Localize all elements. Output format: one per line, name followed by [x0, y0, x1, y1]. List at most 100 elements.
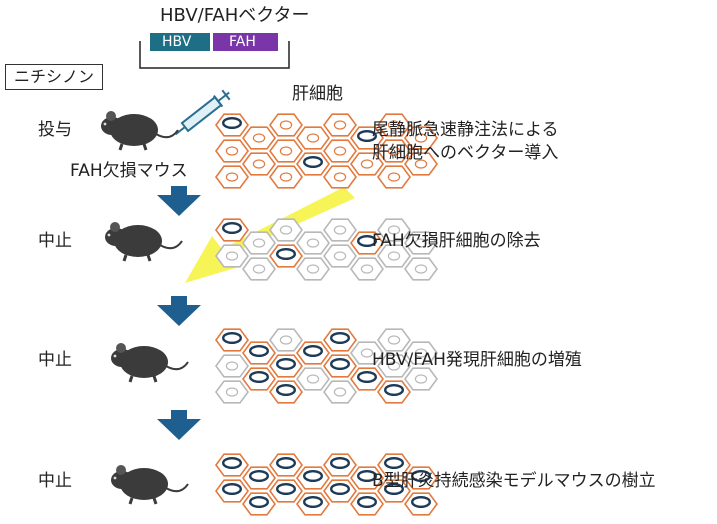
fah-segment: [213, 33, 278, 51]
nucleus-icon: [333, 251, 347, 261]
nucleus-icon: [360, 159, 374, 169]
nucleus-icon: [225, 172, 239, 182]
mouse-icon: [111, 343, 189, 383]
syringe-icon: [174, 89, 231, 136]
hepatocyte-cell: [377, 244, 411, 268]
hepatocyte-cell: [404, 257, 438, 281]
nucleus-icon: [387, 172, 401, 182]
hepatocyte-cell: [404, 231, 438, 255]
nucleus-icon: [333, 146, 347, 156]
vector-plasmid-icon: [357, 234, 378, 247]
hepatocyte-cell: [323, 244, 357, 268]
vector-plasmid-icon: [303, 155, 324, 168]
nucleus-icon: [387, 251, 401, 261]
nucleus-icon: [225, 146, 239, 156]
nucleus-icon: [252, 264, 266, 274]
vector-plasmid-icon: [330, 483, 351, 496]
vector-plasmid-icon: [303, 470, 324, 483]
nucleus-icon: [360, 264, 374, 274]
vector-plasmid-icon: [221, 116, 242, 129]
down-arrow-icon: [157, 186, 201, 216]
vector-plasmid-icon: [357, 371, 378, 384]
hepatocyte-cell: [323, 165, 357, 189]
hepatocyte-cell: [215, 139, 249, 163]
nucleus-icon: [387, 120, 401, 130]
hepatocyte-cell: [350, 152, 384, 176]
mouse-icon: [101, 111, 179, 151]
plasmid-outline: [139, 41, 290, 69]
hepatocyte-cell: [404, 341, 438, 365]
vector-plasmid-icon: [276, 247, 297, 260]
vector-plasmid-icon: [276, 384, 297, 397]
vector-hbv-label: HBV: [162, 34, 192, 50]
nucleus-icon: [306, 374, 320, 384]
stage-4-drug-state: 中止: [38, 471, 72, 491]
nucleus-icon: [252, 133, 266, 143]
vector-plasmid-icon: [221, 221, 242, 234]
vector-plasmid-icon: [330, 457, 351, 470]
vector-plasmid-icon: [330, 358, 351, 371]
hepatocyte-cell: [377, 218, 411, 242]
hepatocyte-cell: [269, 218, 303, 242]
hepatocyte-cell: [215, 354, 249, 378]
hepatocyte-cell: [404, 367, 438, 391]
nucleus-icon: [279, 225, 293, 235]
vector-plasmid-icon: [221, 457, 242, 470]
liver-cell-label: 肝細胞: [292, 84, 343, 104]
stage-2-drug-state: 中止: [38, 231, 72, 251]
stage-4-description: B型肝炎持続感染モデルマウスの樹立: [372, 471, 656, 491]
hepatocyte-cell: [377, 354, 411, 378]
nucleus-icon: [333, 387, 347, 397]
stage-3-description: HBV/FAH発現肝細胞の増殖: [372, 350, 582, 370]
vector-plasmid-icon: [248, 371, 269, 384]
vector-plasmid-icon: [330, 332, 351, 345]
vector-plasmid-icon: [357, 470, 378, 483]
nucleus-icon: [414, 238, 428, 248]
vector-plasmid-icon: [357, 496, 378, 509]
hepatocyte-cell: [377, 139, 411, 163]
vector-plasmid-icon: [248, 470, 269, 483]
hepatocyte-cell: [404, 152, 438, 176]
stage-1-drug-state: 投与: [38, 120, 72, 140]
vector-plasmid-icon: [276, 457, 297, 470]
hepatocyte-cell: [215, 244, 249, 268]
vector-plasmid-icon: [384, 483, 405, 496]
hepatocyte-cell: [350, 341, 384, 365]
hepatocyte-cell: [269, 328, 303, 352]
vector-plasmid-icon: [276, 483, 297, 496]
nucleus-icon: [306, 264, 320, 274]
vector-plasmid-icon: [384, 384, 405, 397]
nucleus-icon: [414, 264, 428, 274]
nucleus-icon: [333, 172, 347, 182]
nucleus-icon: [279, 146, 293, 156]
nucleus-icon: [414, 133, 428, 143]
vector-fah-label: FAH: [229, 34, 256, 50]
hepatocyte-cell: [242, 152, 276, 176]
hepatocyte-cell: [296, 367, 330, 391]
hepatocyte-cell: [404, 126, 438, 150]
mouse-icon: [111, 465, 189, 505]
nucleus-icon: [414, 348, 428, 358]
vector-plasmid-icon: [221, 332, 242, 345]
hepatocyte-cell: [242, 257, 276, 281]
mouse-label: FAH欠損マウス: [70, 161, 188, 181]
mouse-icon: [105, 222, 183, 262]
nucleus-icon: [333, 225, 347, 235]
nucleus-icon: [252, 238, 266, 248]
nucleus-icon: [225, 251, 239, 261]
hbv-segment: [150, 33, 210, 51]
nucleus-icon: [252, 159, 266, 169]
hepatocyte-cell: [323, 218, 357, 242]
nucleus-icon: [387, 335, 401, 345]
nucleus-icon: [333, 120, 347, 130]
hepatocyte-cell: [296, 231, 330, 255]
vector-plasmid-icon: [357, 129, 378, 142]
vector-plasmid-icon: [411, 470, 432, 483]
hepatocyte-cell: [215, 380, 249, 404]
vector-plasmid-icon: [384, 457, 405, 470]
drug-box: ニチシノン: [5, 64, 104, 90]
hepatocyte-cell: [242, 231, 276, 255]
stage-1-description-line-2: 肝細胞へのベクター導入: [372, 143, 559, 163]
hepatocyte-cell: [323, 139, 357, 163]
